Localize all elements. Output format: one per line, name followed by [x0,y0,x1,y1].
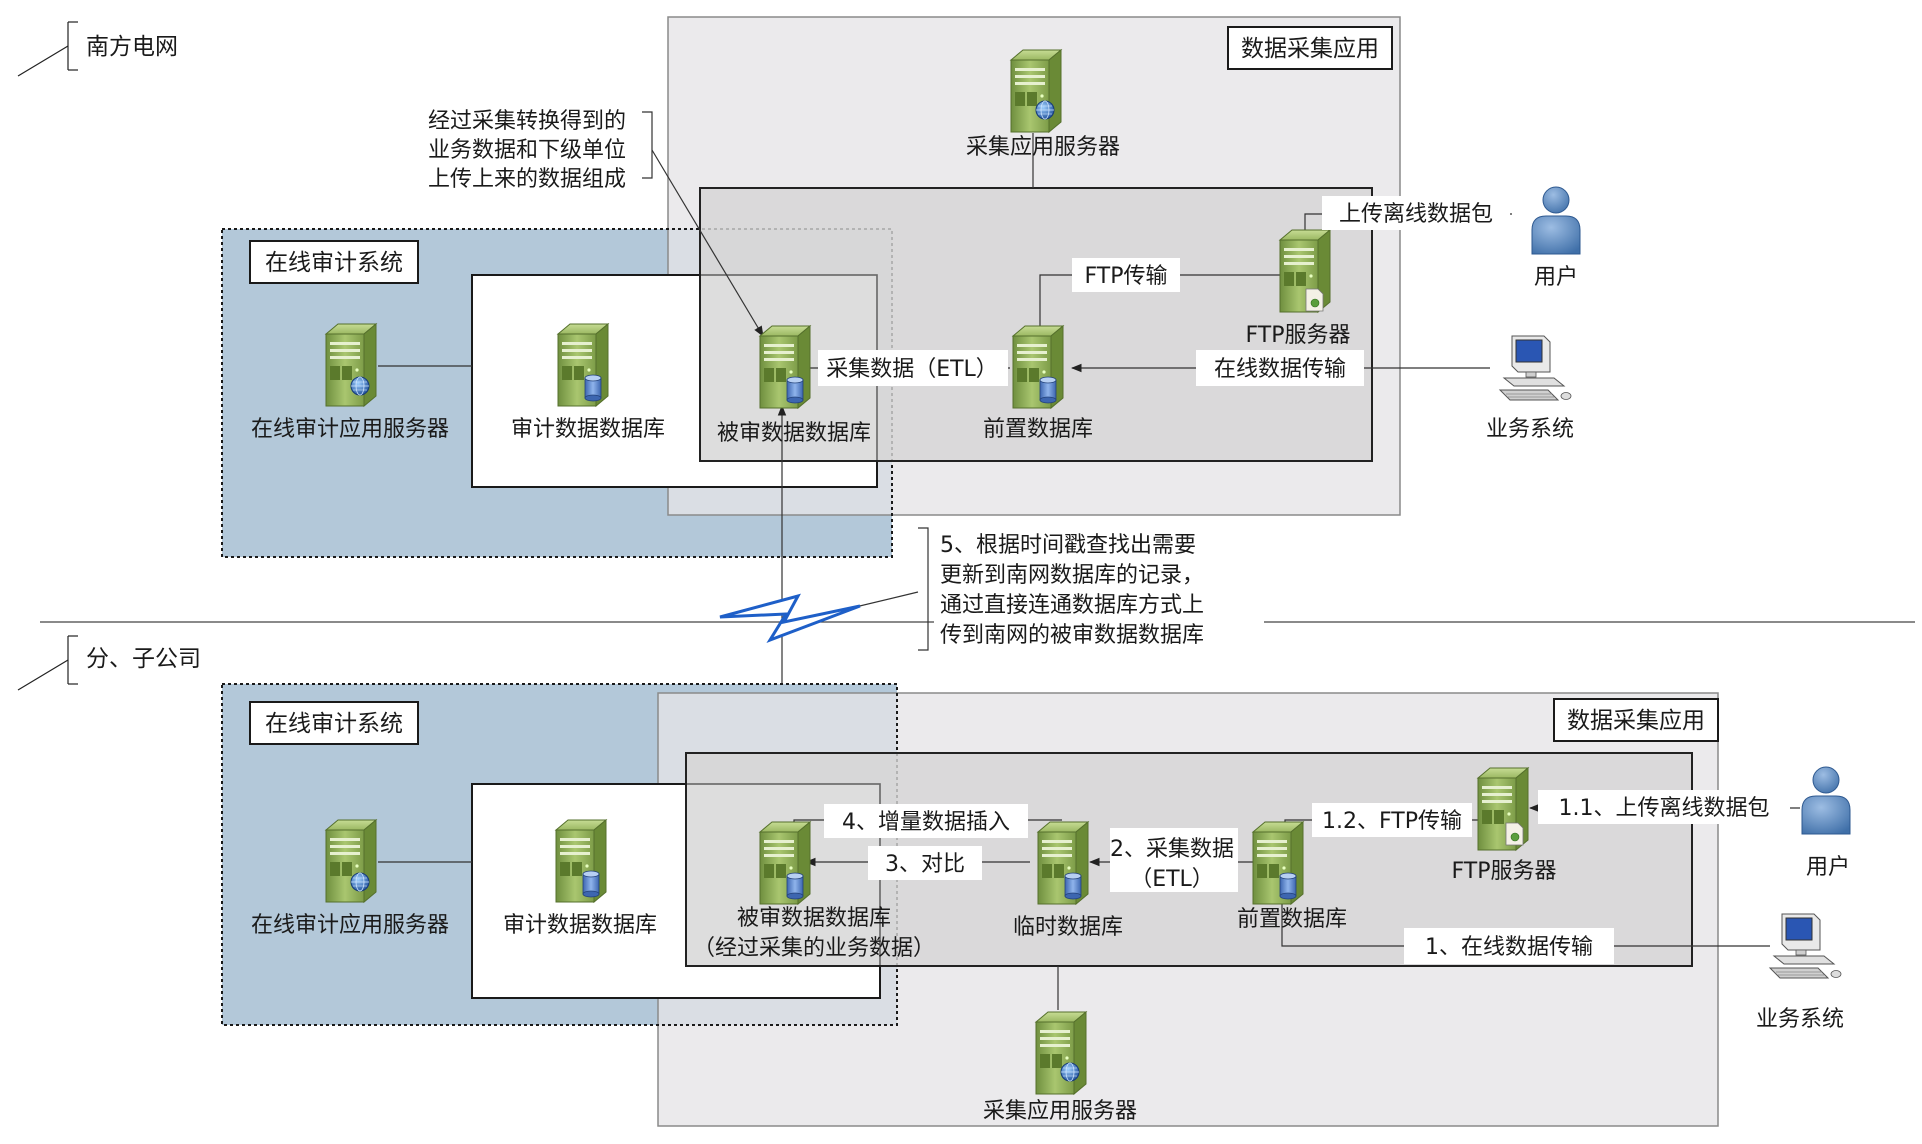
bottom-audited-db-label-2: （经过采集的业务数据） [693,936,935,961]
step5-line-1: 5、根据时间戳查找出需要 [940,533,1196,558]
top-ftp-server-icon [1279,229,1331,313]
top-note-line-1: 经过采集转换得到的 [428,109,626,134]
bottom-ftp-server-label: FTP服务器 [1452,859,1557,884]
top-collect-server-icon [1010,49,1062,133]
top-ftp-transfer-label: FTP传输 [1085,264,1168,289]
top-audit-sys-title-box [249,240,419,284]
top-note-line-2: 业务数据和下级单位 [428,138,626,163]
top-online-transfer-label: 在线数据传输 [1214,357,1346,382]
bottom-temp-db-icon [1037,821,1089,905]
bottom-collect-server-icon [1035,1011,1087,1095]
bottom-biz-system-icon [1769,913,1842,979]
bottom-audit-db-label: 审计数据数据库 [503,913,657,938]
bottom-collect-app-title: 数据采集应用 [1567,708,1705,734]
top-audit-app-server-label: 在线审计应用服务器 [251,417,449,442]
top-biz-system-label: 业务系统 [1486,417,1574,442]
top-audit-db-icon [557,323,609,407]
bottom-front-db-icon [1252,821,1304,905]
bottom-collect-app-title-box [1553,698,1719,742]
top-etl-label: 采集数据（ETL） [826,357,998,382]
bottom-step11-label: 1.1、上传离线数据包 [1559,796,1770,821]
bottom-collect-server-label: 采集应用服务器 [983,1099,1137,1124]
bottom-user-icon [1801,766,1851,835]
step5-note: 5、根据时间戳查找出需要 更新到南网数据库的记录， 通过直接连通数据库方式上 传… [934,522,1264,652]
top-audited-db-label: 被审数据数据库 [717,421,871,446]
bottom-step2-label-2: （ETL） [1130,867,1214,892]
region-label-top: 南方电网 [86,34,178,60]
bottom-front-db-label: 前置数据库 [1237,907,1347,932]
top-audited-db-icon [759,325,811,409]
top-ftp-server-label: FTP服务器 [1246,323,1351,348]
top-biz-system-icon [1499,335,1572,401]
top-front-db-icon [1012,325,1064,409]
bottom-step12-label: 1.2、FTP传输 [1322,809,1462,834]
bottom-step4-label: 4、增量数据插入 [842,810,1010,835]
top-front-db-label: 前置数据库 [983,417,1093,442]
bottom-audit-app-server-icon [325,819,377,903]
top-collect-app-title: 数据采集应用 [1241,36,1379,62]
bottom-audited-db-label-1: 被审数据数据库 [737,906,891,931]
top-note-line-3: 上传上来的数据组成 [428,167,626,192]
top-audit-app-server-icon [325,323,377,407]
bottom-audited-db-icon [759,821,811,905]
top-user-label: 用户 [1534,265,1578,290]
top-collect-app-title-box [1227,26,1393,70]
bottom-step1-label: 1、在线数据传输 [1425,935,1593,960]
region-label-bottom: 分、子公司 [86,646,201,672]
bottom-ftp-server-icon [1477,767,1529,851]
top-audit-db-label: 审计数据数据库 [511,417,665,442]
bottom-audit-sys-title-box [249,701,419,745]
bottom-step2-label-1: 2、采集数据 [1110,837,1234,862]
top-user-icon [1531,186,1581,255]
bottom-audit-db-icon [555,819,607,903]
step5-line-2: 更新到南网数据库的记录， [940,563,1204,588]
bottom-audit-sys-title: 在线审计系统 [265,711,403,737]
bottom-audit-app-server-label: 在线审计应用服务器 [251,913,449,938]
region-marker-top: 南方电网 [17,21,178,77]
top-collect-server-label: 采集应用服务器 [966,135,1120,160]
bottom-biz-system-label: 业务系统 [1756,1007,1844,1032]
top-upload-label: 上传离线数据包 [1339,202,1493,227]
region-marker-bottom: 分、子公司 [17,635,201,691]
bottom-step3-label: 3、对比 [885,852,965,877]
top-note: 经过采集转换得到的 业务数据和下级单位 上传上来的数据组成 [398,100,634,192]
bottom-user-label: 用户 [1806,855,1850,880]
step5-line-4: 传到南网的被审数据数据库 [940,623,1204,648]
step5-line-3: 通过直接连通数据库方式上 [940,593,1204,618]
lightning-link-icon [719,593,861,643]
top-inner-box [699,187,1373,462]
bottom-temp-db-label: 临时数据库 [1013,915,1123,940]
top-audit-sys-title: 在线审计系统 [265,250,403,276]
